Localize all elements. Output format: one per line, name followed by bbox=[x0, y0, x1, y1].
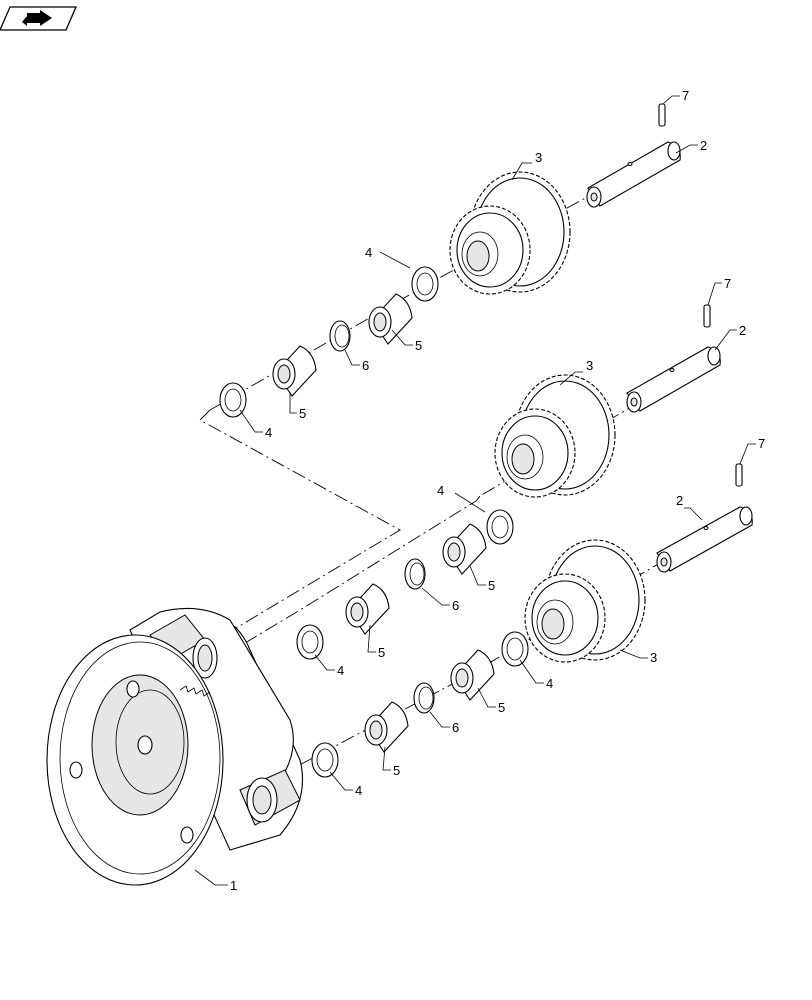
callout-7-middle: 7 bbox=[724, 276, 731, 291]
bushings bbox=[272, 293, 495, 753]
nav-arrow-icon[interactable] bbox=[0, 6, 77, 31]
roll-pin-middle bbox=[703, 304, 711, 328]
planet-pin-middle bbox=[626, 346, 721, 413]
planet-gear-middle bbox=[494, 374, 616, 498]
callout-4-f: 4 bbox=[355, 783, 362, 798]
callout-2-middle: 2 bbox=[739, 323, 746, 338]
callout-4-e: 4 bbox=[546, 676, 553, 691]
planet-pin-top bbox=[586, 141, 681, 208]
callout-5-a: 5 bbox=[415, 338, 422, 353]
callout-1: 1 bbox=[230, 878, 237, 893]
callout-4-b: 4 bbox=[265, 425, 272, 440]
callout-6-b: 6 bbox=[452, 598, 459, 613]
callout-7-bottom: 7 bbox=[758, 436, 765, 451]
callout-3-top: 3 bbox=[535, 150, 542, 165]
callout-5-b: 5 bbox=[299, 406, 306, 421]
planet-carrier-housing bbox=[46, 607, 303, 886]
thrust-washers bbox=[219, 266, 529, 778]
callout-2-top: 2 bbox=[700, 138, 707, 153]
leader-lines bbox=[194, 95, 756, 886]
roll-pin-bottom bbox=[735, 463, 743, 487]
callout-7-top: 7 bbox=[682, 88, 689, 103]
callout-5-c: 5 bbox=[488, 578, 495, 593]
callout-4-c: 4 bbox=[437, 483, 444, 498]
callout-labels: 1 2 2 2 3 3 3 4 4 4 4 4 4 5 5 5 5 5 5 6 … bbox=[230, 88, 765, 893]
callout-6-a: 6 bbox=[362, 358, 369, 373]
callout-6-c: 6 bbox=[452, 720, 459, 735]
callout-5-e: 5 bbox=[498, 700, 505, 715]
callout-4-d: 4 bbox=[337, 663, 344, 678]
callout-2-bottom: 2 bbox=[676, 493, 683, 508]
callout-4-a: 4 bbox=[365, 245, 372, 260]
callout-5-d: 5 bbox=[378, 645, 385, 660]
callout-3-bottom: 3 bbox=[650, 650, 657, 665]
spacer-rings bbox=[329, 320, 435, 714]
callout-3-middle: 3 bbox=[586, 358, 593, 373]
callout-5-f: 5 bbox=[393, 763, 400, 778]
planet-pin-bottom bbox=[656, 506, 753, 573]
planet-gear-top bbox=[449, 171, 571, 295]
planet-gear-bottom bbox=[524, 539, 646, 663]
roll-pin-top bbox=[658, 103, 666, 127]
